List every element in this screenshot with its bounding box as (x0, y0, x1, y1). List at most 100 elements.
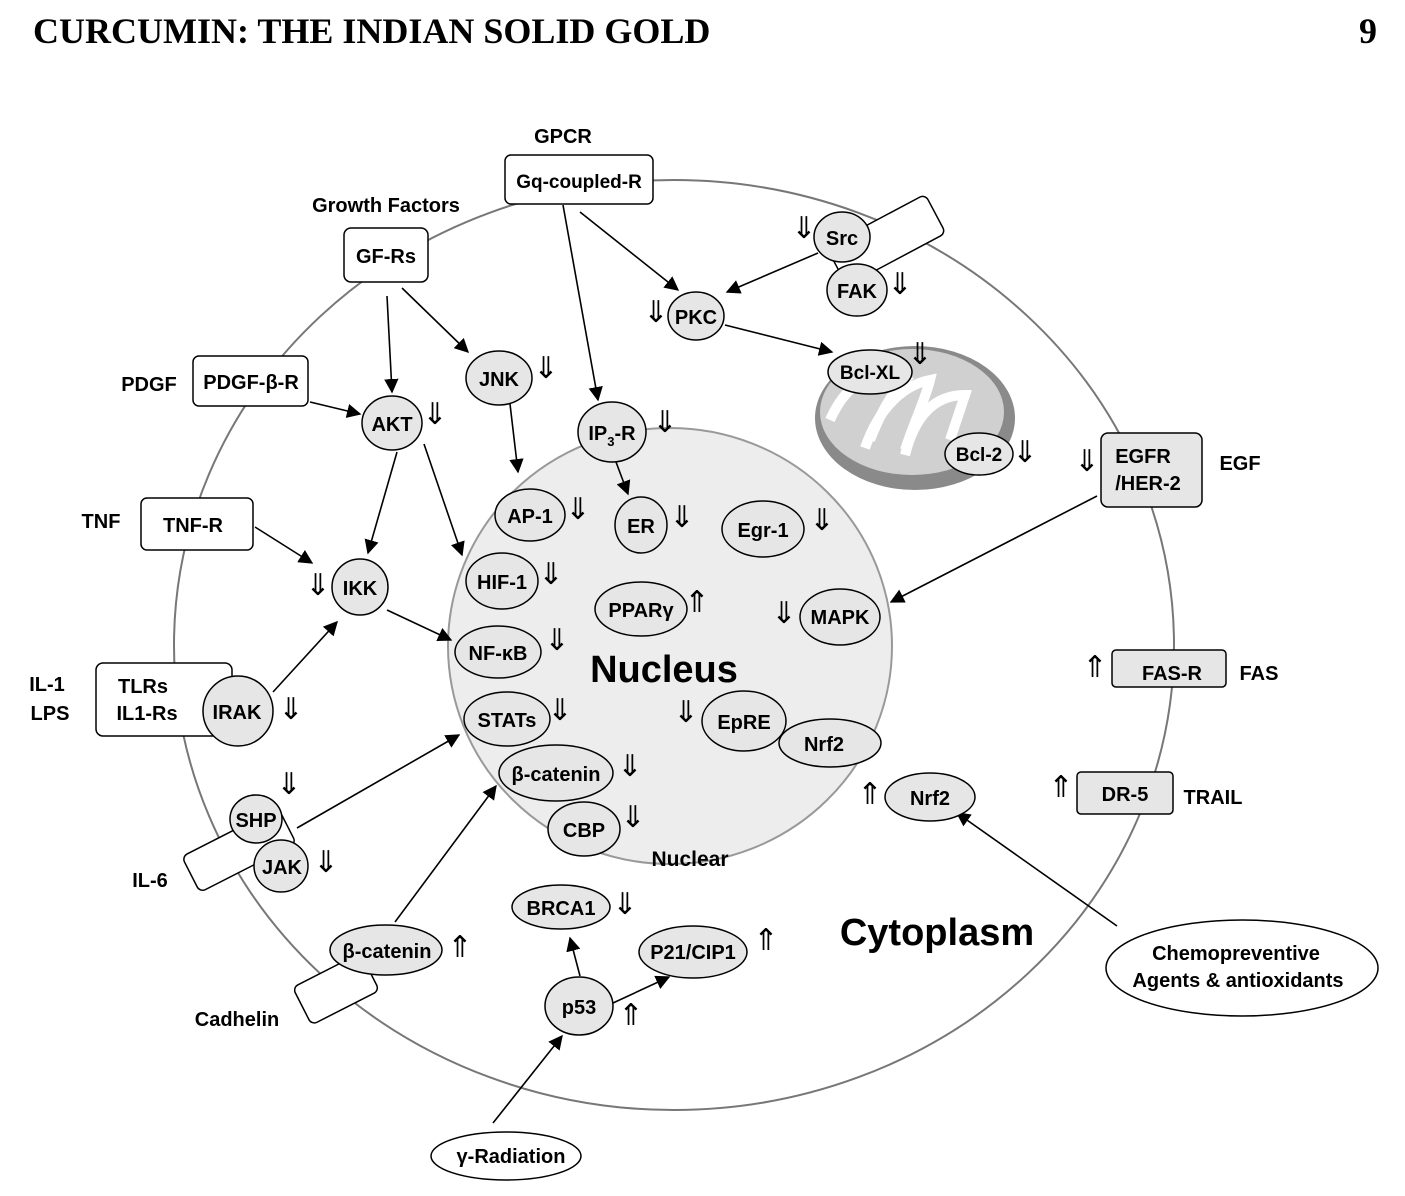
stats-label: STATs (478, 710, 537, 732)
jnk-label: JNK (479, 369, 520, 391)
lps-label: LPS (31, 703, 70, 725)
egr1-down-arrow: ⇓ (809, 504, 834, 537)
fas-receptor-label: FAS-R (1142, 663, 1203, 685)
edge-src-pkc (725, 252, 819, 294)
bcl2-node (944, 432, 1014, 476)
p53-label: p53 (562, 997, 596, 1019)
page-header: CURCUMIN: THE INDIAN SOLID GOLD 9 (0, 0, 1405, 70)
fasr-up-arrow: ⇑ (1082, 651, 1107, 684)
dr5-label: DR-5 (1102, 784, 1149, 806)
mapk-down-arrow: ⇓ (771, 597, 796, 630)
chemopreventive-label: Chemopreventive (1152, 943, 1320, 965)
pdgf-receptor-box (192, 355, 309, 407)
trail-label: TRAIL (1184, 787, 1243, 809)
fas-receptor-box (1111, 649, 1227, 688)
pkc-label: PKC (675, 307, 717, 329)
edge-akt-ikk (364, 451, 398, 555)
mapk-label: MAPK (811, 607, 870, 629)
edge-jnk-ap1 (509, 403, 524, 474)
running-title: CURCUMIN: THE INDIAN SOLID GOLD (33, 11, 711, 51)
tnf-label: TNF (82, 511, 121, 533)
cbp-label: CBP (563, 820, 605, 842)
receptors: GPCR Gq-coupled-R Growth Factors GF-Rs P… (29, 126, 1278, 1031)
il1rs-label: IL1-Rs (116, 703, 177, 725)
bclxl-node (827, 349, 913, 395)
p21-cip1-node (638, 925, 748, 979)
pkc-down-arrow: ⇓ (643, 296, 668, 329)
jak-down-arrow: ⇓ (313, 846, 338, 879)
edge-akt-nfkb (423, 443, 465, 557)
bcl2-label: Bcl-2 (956, 445, 1002, 466)
edge-ikk-nfkb (386, 609, 453, 642)
gamma-radiation-label: γ-Radiation (457, 1146, 566, 1168)
er-node (614, 496, 668, 554)
beta-catenin-membrane-up-arrow: ⇑ (447, 931, 472, 964)
ip3r-down-arrow: ⇓ (652, 406, 677, 439)
er-down-arrow: ⇓ (669, 501, 694, 534)
antioxidants-label: Agents & antioxidants (1132, 970, 1343, 992)
il1-label: IL-1 (29, 674, 65, 696)
egfr-her2-box (1100, 432, 1203, 508)
hif1-down-arrow: ⇓ (538, 558, 563, 591)
jnk-down-arrow: ⇓ (533, 352, 558, 385)
nfkb-down-arrow: ⇓ (544, 624, 569, 657)
brca1-label: BRCA1 (527, 898, 596, 920)
src-fak-membrane-box (827, 195, 945, 285)
edge-gf-jnk (401, 287, 470, 354)
cadhelin-label: Cadhelin (195, 1009, 279, 1031)
p53-node (544, 976, 614, 1036)
bclxl-label: Bcl-XL (840, 363, 901, 384)
gamma-radiation-oval (430, 1131, 582, 1181)
ap1-down-arrow: ⇓ (565, 493, 590, 526)
bclxl-down-arrow: ⇓ (907, 338, 932, 371)
edge-p53-brca1 (566, 936, 581, 977)
p53-up-arrow: ⇑ (618, 999, 643, 1032)
fak-node (826, 263, 888, 317)
il6-label: IL-6 (132, 870, 168, 892)
stats-node (463, 691, 551, 747)
akt-node (361, 395, 423, 451)
irak-node (202, 675, 274, 747)
nrf2-up-arrow: ⇑ (857, 778, 882, 811)
edge-chemo-nrf2 (955, 812, 1118, 927)
mapk-node (799, 588, 881, 646)
signaling-nodes: Src FAK PKC Bcl-XL Bcl-2 JNK AKT IP3-R I… (202, 211, 1014, 1036)
her2-label: /HER-2 (1115, 473, 1181, 495)
er-label: ER (627, 516, 655, 538)
p21-cip1-label: P21/CIP1 (650, 942, 736, 964)
tnf-receptor-label: TNF-R (163, 515, 224, 537)
nucleus-label: Nucleus (590, 649, 738, 691)
gf-receptors-label: GF-Rs (356, 246, 416, 268)
signaling-edges (254, 204, 1118, 1124)
tlrs-label: TLRs (118, 676, 168, 698)
egf-label: EGF (1219, 453, 1260, 475)
edge-bcat-nuclear (394, 784, 497, 923)
gpcr-label: GPCR (534, 126, 592, 148)
nuclear-label: Nuclear (651, 848, 728, 871)
bcl2-down-arrow: ⇓ (1012, 436, 1037, 469)
egfr-down-arrow: ⇓ (1074, 445, 1099, 478)
gf-receptors-box (343, 227, 429, 283)
p21-up-arrow: ⇑ (753, 924, 778, 957)
beta-catenin-nuclear-node (498, 744, 614, 802)
brca1-down-arrow: ⇓ (612, 888, 637, 921)
irak-label: IRAK (213, 702, 262, 724)
egr1-node (721, 500, 805, 558)
epre-down-arrow: ⇓ (673, 696, 698, 729)
ppar-gamma-label: PPARγ (608, 600, 674, 622)
edge-gq-pkc (579, 211, 680, 291)
nrf2-cytoplasm-label: Nrf2 (910, 788, 950, 810)
regulation-arrows: ⇓ ⇓ ⇓ ⇓ ⇓ ⇓ ⇓ ⇓ ⇓ ⇓ ⇓ ⇓ ⇓ ⇑ ⇓ ⇓ ⇓ ⇓ ⇓ ⇓ … (276, 212, 1107, 1032)
edge-shp-stats (296, 734, 461, 829)
src-down-arrow: ⇓ (791, 212, 816, 245)
edge-p53-p21 (612, 975, 671, 1004)
cbp-down-arrow: ⇓ (620, 801, 645, 834)
edge-egfr-mapk (889, 495, 1098, 603)
page-number: 9 (1359, 11, 1377, 51)
epre-node (701, 690, 787, 752)
edge-gq-ip3r (562, 204, 603, 402)
beta-catenin-membrane-node (329, 924, 443, 976)
fas-label: FAS (1240, 663, 1279, 685)
ap1-node (494, 488, 566, 542)
